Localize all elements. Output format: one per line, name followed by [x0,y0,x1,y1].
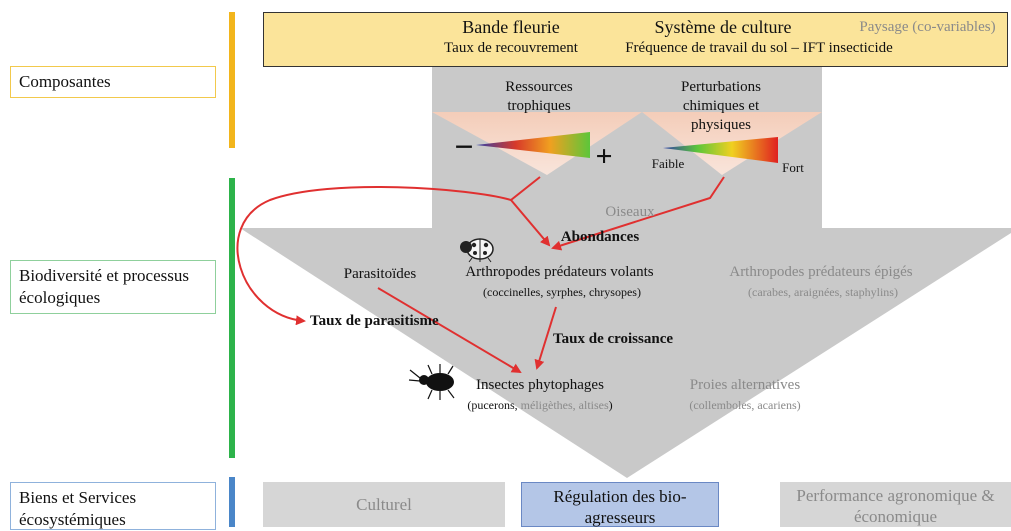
arthropodes-epiges-sub: (carabes, araignées, staphylins) [748,285,898,299]
insectes-sub-a: (pucerons, [467,398,521,412]
service-performance-label: Performance agronomique & économique [796,486,995,526]
arthropodes-volants-sub: (coccinelles, syrphes, chrysopes) [483,285,641,299]
biodiversity-bar [229,178,235,458]
systeme-culture-label: Système de culture [654,17,792,37]
beetle-icon [408,364,455,400]
services-label: Biens et Services écosystémiques [10,482,216,530]
frequence-travail-label: Fréquence de travail du sol – IFT insect… [625,40,893,56]
perturbations-gradient-wedge [663,137,778,163]
bande-fleurie-label: Bande fleurie [462,17,560,37]
plus-label: + [595,140,613,173]
service-regulation: Régulation des bio-agresseurs [521,482,719,527]
arrow-perturbations-to-predators [551,176,725,251]
fort-label: Fort [782,160,804,175]
components-banner [263,12,1008,67]
service-regulation-label: Régulation des bio-agresseurs [553,487,687,527]
taux-parasitisme-label: Taux de parasitisme [310,313,439,329]
faible-label: Faible [651,156,685,171]
arthropodes-volants-label: Arthropodes prédateurs volants [465,264,654,280]
big-gray-arrow [240,62,1011,478]
resources-gradient-wedge [476,132,590,158]
arthropodes-epiges-label: Arthropodes prédateurs épigés [729,264,913,280]
oiseaux-label: Oiseaux [605,204,655,220]
taux-croissance-label: Taux de croissance [553,331,674,347]
arrow-to-parasitism [236,185,512,326]
service-culturel-label: Culturel [356,495,412,514]
arrow-predators-to-insects [534,306,557,370]
ressources-label: Ressources trophiques [505,79,573,114]
components-bar [229,12,235,148]
proies-label: Proies alternatives [689,377,801,393]
insectes-sub: (pucerons, méligèthes, altises) [440,398,640,413]
perturbations-label: Perturbations chimiques et physiques [681,79,761,133]
abondances-label: Abondances [560,229,640,245]
arrow-parasitoids-to-insects [377,287,522,374]
service-performance: Performance agronomique & économique [780,482,1011,527]
service-culturel: Culturel [263,482,505,527]
insectes-sub-b: méligèthes, altises [520,398,609,412]
insectes-sub-c: ) [608,398,613,412]
taux-recouvrement-label: Taux de recouvrement [444,40,578,56]
minus-label: − [454,129,474,166]
ladybug-icon [460,238,494,263]
proies-sub: (collemboles, acariens) [689,398,801,412]
paysage-label: Paysage (co-variables) [859,19,996,35]
insectes-label: Insectes phytophages [476,377,604,393]
parasitoides-label: Parasitoïdes [343,266,417,282]
services-bar [229,477,235,527]
biodiversity-label: Biodiversité et processus écologiques [10,260,216,314]
components-label: Composantes [10,66,216,98]
